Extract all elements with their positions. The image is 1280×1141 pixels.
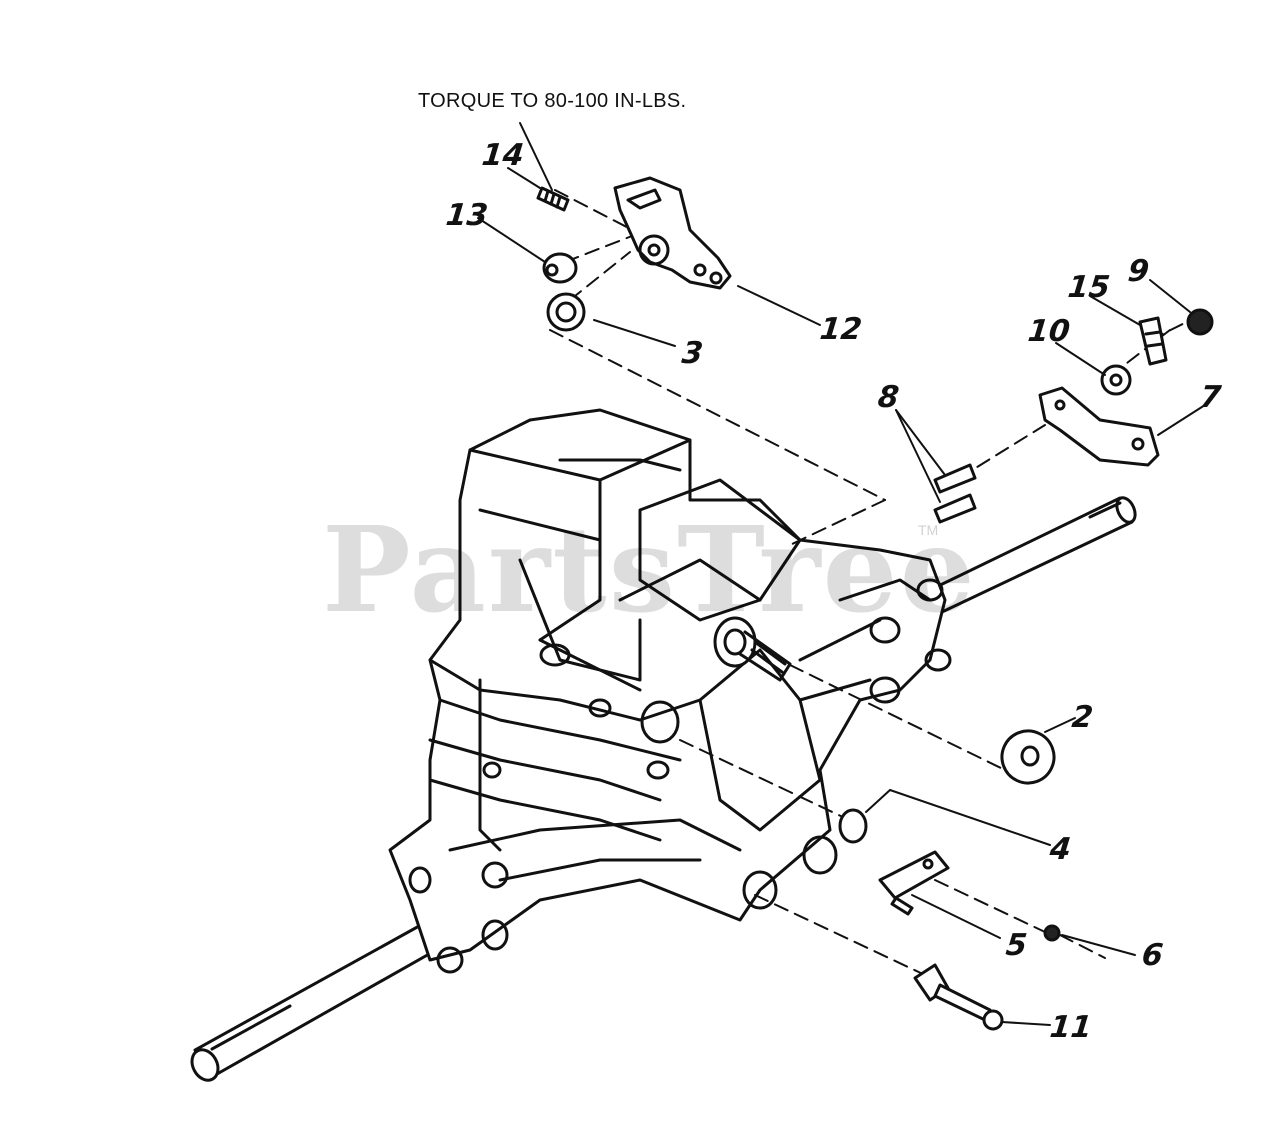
callout-4: 4 bbox=[1048, 832, 1073, 867]
part-8-pins bbox=[933, 463, 977, 524]
part-11-fitting bbox=[913, 963, 1004, 1031]
torque-note: TORQUE TO 80-100 IN-LBS. bbox=[418, 90, 687, 112]
callout-13: 13 bbox=[444, 198, 490, 233]
part-15-tab bbox=[1138, 316, 1168, 366]
callout-3: 3 bbox=[680, 336, 705, 371]
callout-6: 6 bbox=[1140, 938, 1165, 973]
part-12-lever bbox=[613, 176, 732, 290]
part-2-washer bbox=[1000, 729, 1056, 785]
input-shaft bbox=[713, 616, 792, 682]
callout-7: 7 bbox=[1198, 380, 1223, 415]
part-4-bushing bbox=[838, 808, 868, 844]
watermark: PartsTree bbox=[322, 500, 977, 639]
part-3-nut bbox=[546, 292, 586, 332]
callout-9: 9 bbox=[1126, 254, 1151, 289]
part-9-nut bbox=[1186, 308, 1214, 336]
callout-11: 11 bbox=[1048, 1010, 1094, 1045]
watermark-trademark: TM bbox=[918, 522, 939, 538]
callout-8: 8 bbox=[876, 380, 901, 415]
left-axle bbox=[190, 918, 447, 1082]
callout-10: 10 bbox=[1026, 314, 1072, 349]
callout-14: 14 bbox=[480, 138, 526, 173]
part-13-spacer bbox=[542, 252, 578, 284]
callout-15: 15 bbox=[1066, 270, 1112, 305]
callout-12: 12 bbox=[818, 312, 864, 347]
callout-5: 5 bbox=[1004, 928, 1029, 963]
part-6-nut bbox=[1043, 924, 1061, 942]
part-7-bracket bbox=[1038, 386, 1160, 467]
part-5-plate bbox=[878, 850, 950, 916]
part-10-washer bbox=[1100, 364, 1132, 396]
callout-2: 2 bbox=[1070, 700, 1095, 735]
transaxle-housing bbox=[388, 408, 952, 974]
part-14-bolt bbox=[536, 186, 570, 212]
